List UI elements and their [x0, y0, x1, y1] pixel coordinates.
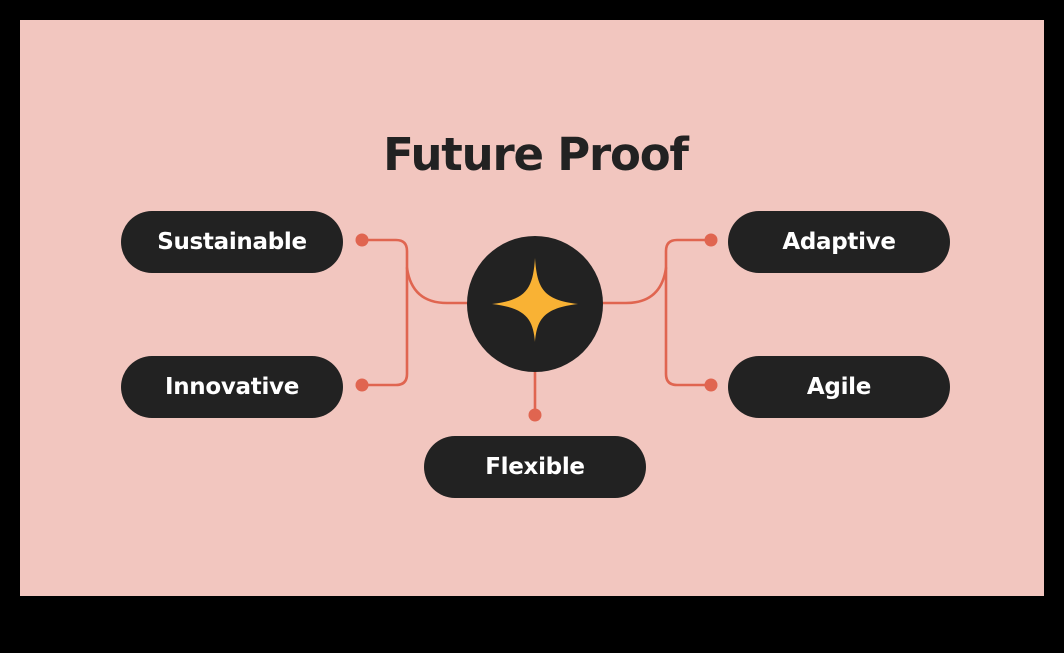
node-innovative: Innovative [121, 356, 343, 418]
connector-dot-top-right [704, 233, 718, 247]
connector-dot-bottom-left [355, 378, 369, 392]
sparkle-star-icon [492, 258, 578, 342]
node-agile: Agile [728, 356, 950, 418]
node-adaptive: Adaptive [728, 211, 950, 273]
connector-dot-top-left [355, 233, 369, 247]
node-sustainable: Sustainable [121, 211, 343, 273]
node-flexible: Flexible [424, 436, 646, 498]
diagram-title: Future Proof [383, 128, 689, 181]
connector-dot-bottom [528, 408, 542, 422]
connector-dot-bottom-right [704, 378, 718, 392]
center-node [467, 236, 603, 372]
